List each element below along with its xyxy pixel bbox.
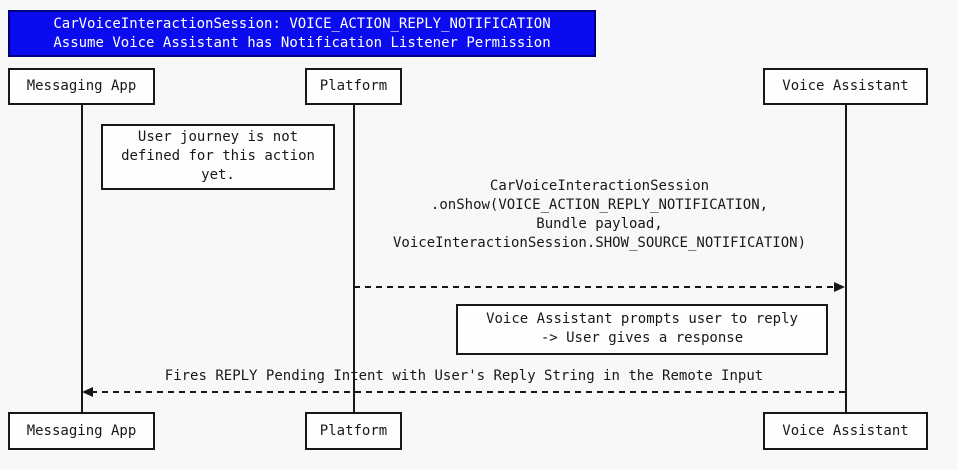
- diagram-title-line-2: Assume Voice Assistant has Notification …: [53, 35, 551, 51]
- note-line: User journey is not: [137, 129, 299, 145]
- message-line: .onShow(VOICE_ACTION_REPLY_NOTIFICATION,: [430, 197, 769, 213]
- message-arrow-voice-assistant-to-messaging-app: [91, 391, 845, 393]
- arrowhead-right-icon: [834, 282, 845, 292]
- note-user-journey: User journey is not defined for this act…: [101, 124, 335, 190]
- message-onshow-label: CarVoiceInteractionSession .onShow(VOICE…: [354, 177, 845, 253]
- participant-platform-bottom: Platform: [305, 412, 402, 450]
- message-line: CarVoiceInteractionSession: [489, 178, 710, 194]
- diagram-title-line-1: CarVoiceInteractionSession: VOICE_ACTION…: [53, 16, 551, 32]
- note-line: yet.: [201, 167, 235, 183]
- message-fires-reply-label: Fires REPLY Pending Intent with User's R…: [82, 367, 846, 386]
- note-line: -> User gives a response: [540, 330, 744, 346]
- participant-messaging-app-top: Messaging App: [8, 68, 155, 105]
- participant-label: Platform: [319, 78, 388, 94]
- participant-label: Platform: [319, 422, 388, 439]
- lifeline-messaging-app: [81, 105, 83, 412]
- arrowhead-left-icon: [82, 387, 93, 397]
- participant-label: Voice Assistant: [782, 78, 909, 94]
- diagram-title: CarVoiceInteractionSession: VOICE_ACTION…: [8, 10, 596, 57]
- lifeline-voice-assistant: [845, 105, 847, 412]
- participant-label: Messaging App: [26, 78, 137, 94]
- participant-label: Voice Assistant: [782, 422, 909, 439]
- participant-label: Messaging App: [26, 422, 137, 439]
- note-line: defined for this action: [121, 148, 315, 164]
- message-arrow-platform-to-voice-assistant: [354, 286, 836, 288]
- participant-platform-top: Platform: [305, 68, 402, 105]
- participant-messaging-app-bottom: Messaging App: [8, 412, 155, 450]
- message-line: Bundle payload,: [536, 216, 663, 232]
- participant-voice-assistant-bottom: Voice Assistant: [763, 412, 928, 450]
- note-line: Voice Assistant prompts user to reply: [486, 311, 798, 327]
- lifeline-platform: [353, 105, 355, 412]
- note-voice-assistant-prompts: Voice Assistant prompts user to reply ->…: [456, 304, 828, 355]
- participant-voice-assistant-top: Voice Assistant: [763, 68, 928, 105]
- message-line: Fires REPLY Pending Intent with User's R…: [164, 368, 764, 384]
- message-line: VoiceInteractionSession.SHOW_SOURCE_NOTI…: [392, 235, 806, 251]
